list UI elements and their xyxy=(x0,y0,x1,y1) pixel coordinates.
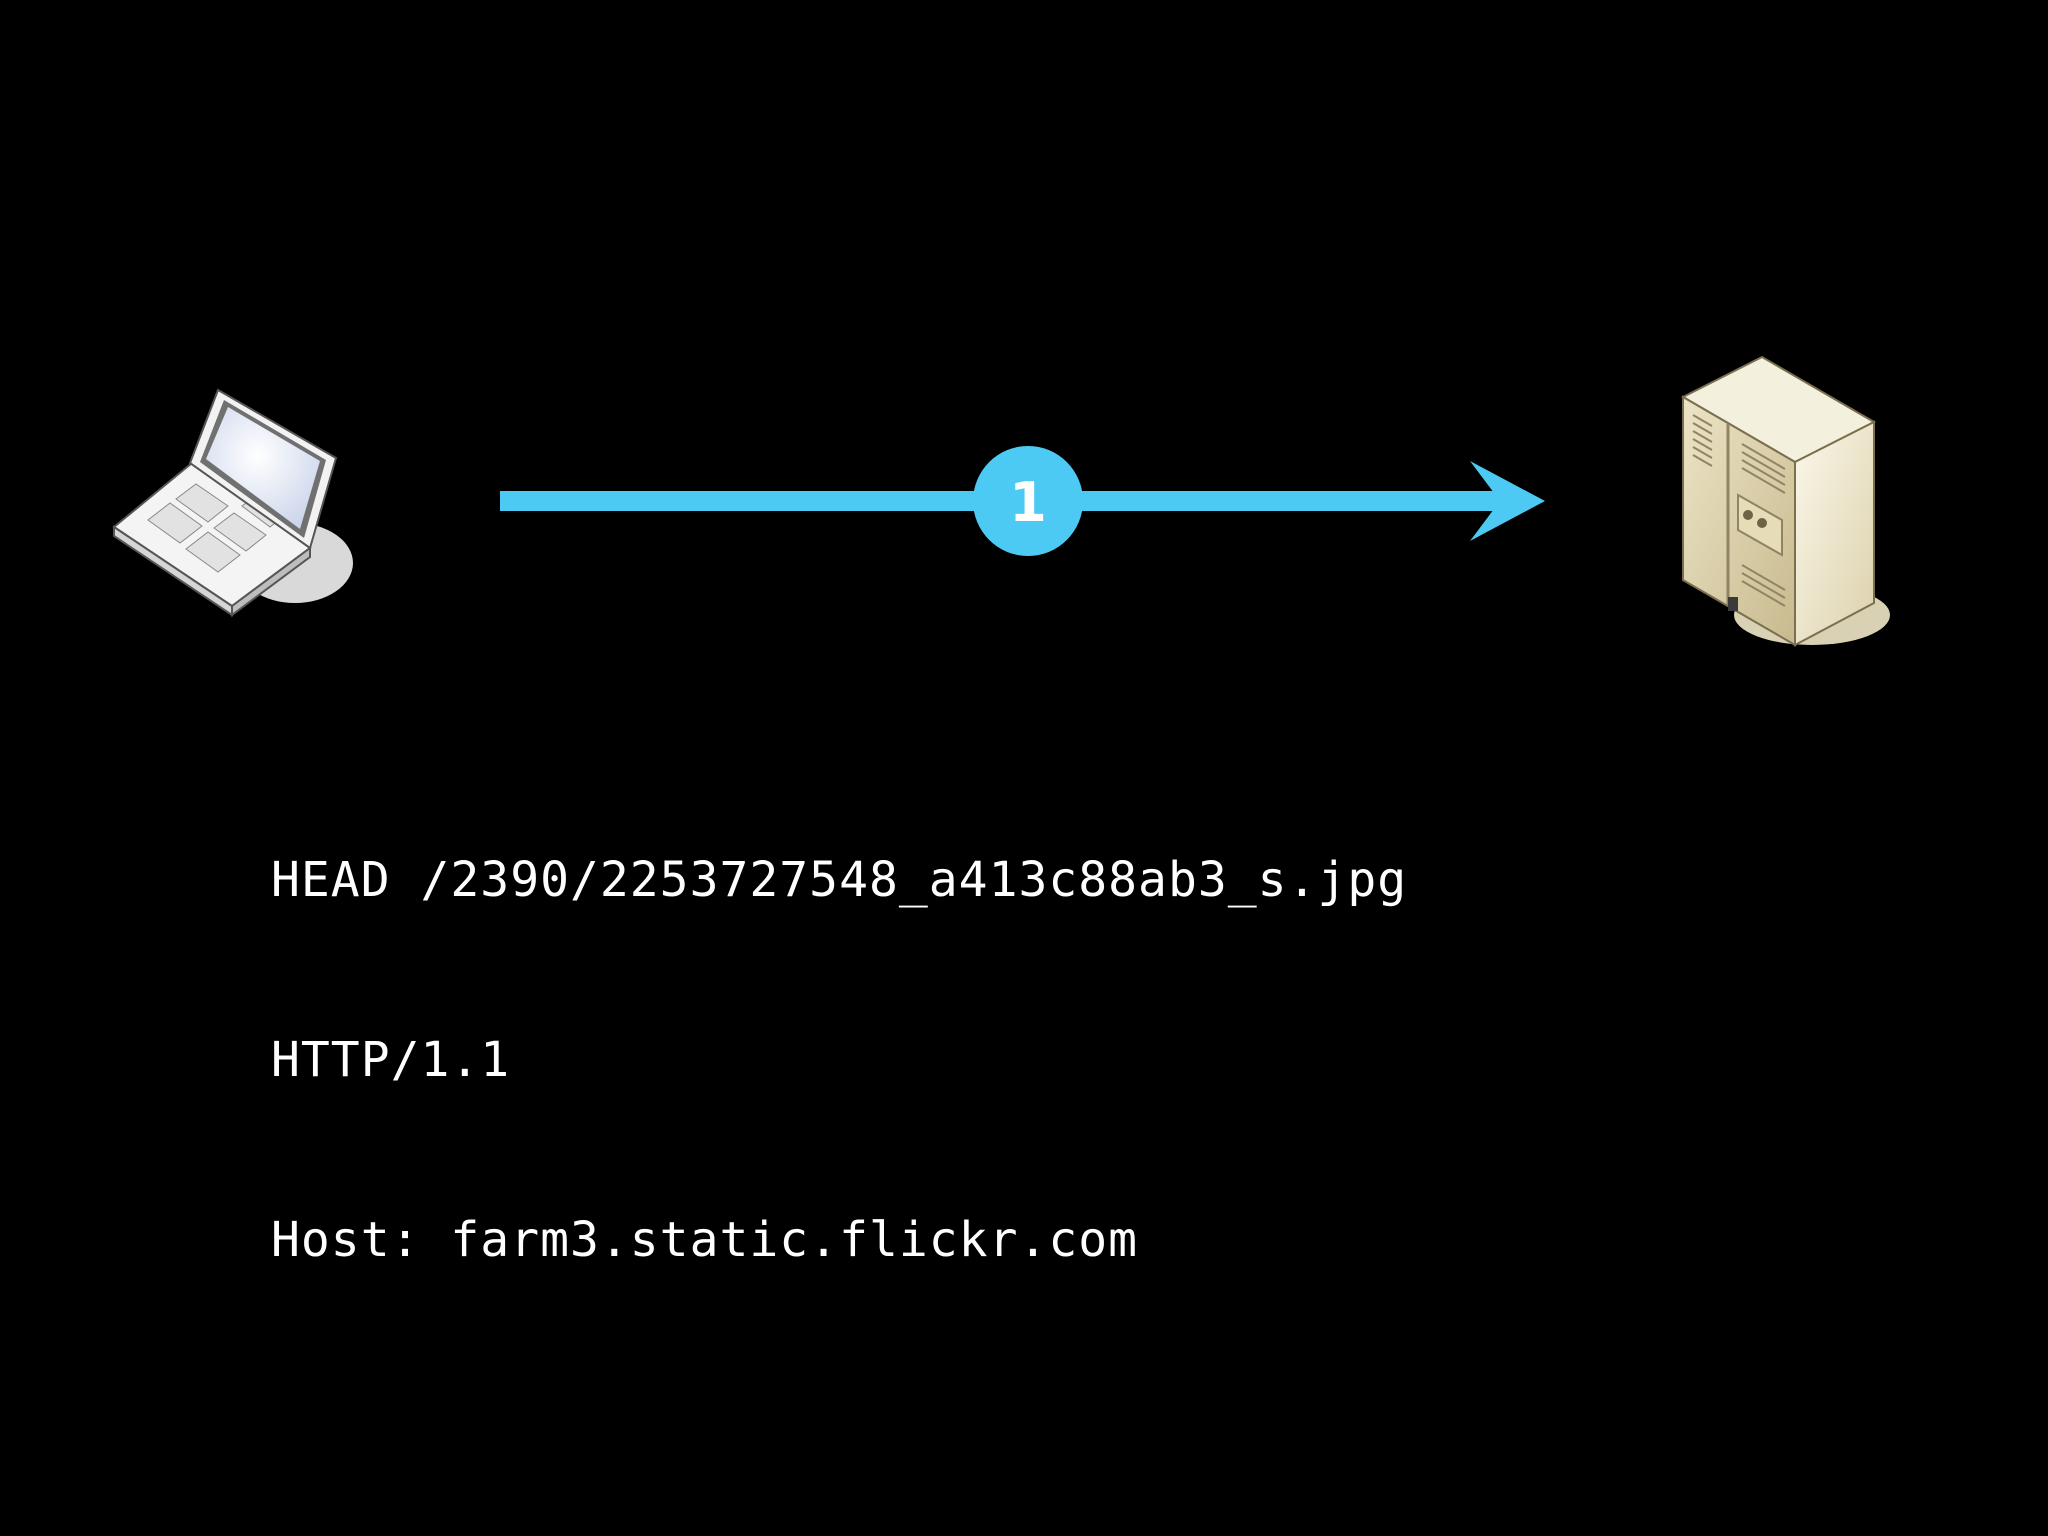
server-icon xyxy=(1680,355,1890,647)
request-line: HEAD /2390/2253727548_a413c88ab3_s.jpg xyxy=(271,852,1408,908)
http-request: HEAD /2390/2253727548_a413c88ab3_s.jpg H… xyxy=(271,730,1407,1390)
host-line: Host: farm3.static.flickr.com xyxy=(271,1212,1139,1268)
step-number: 1 xyxy=(1009,471,1047,534)
laptop-icon xyxy=(112,388,353,617)
protocol-line: HTTP/1.1 xyxy=(271,1032,511,1088)
step-badge: 1 xyxy=(973,446,1083,556)
